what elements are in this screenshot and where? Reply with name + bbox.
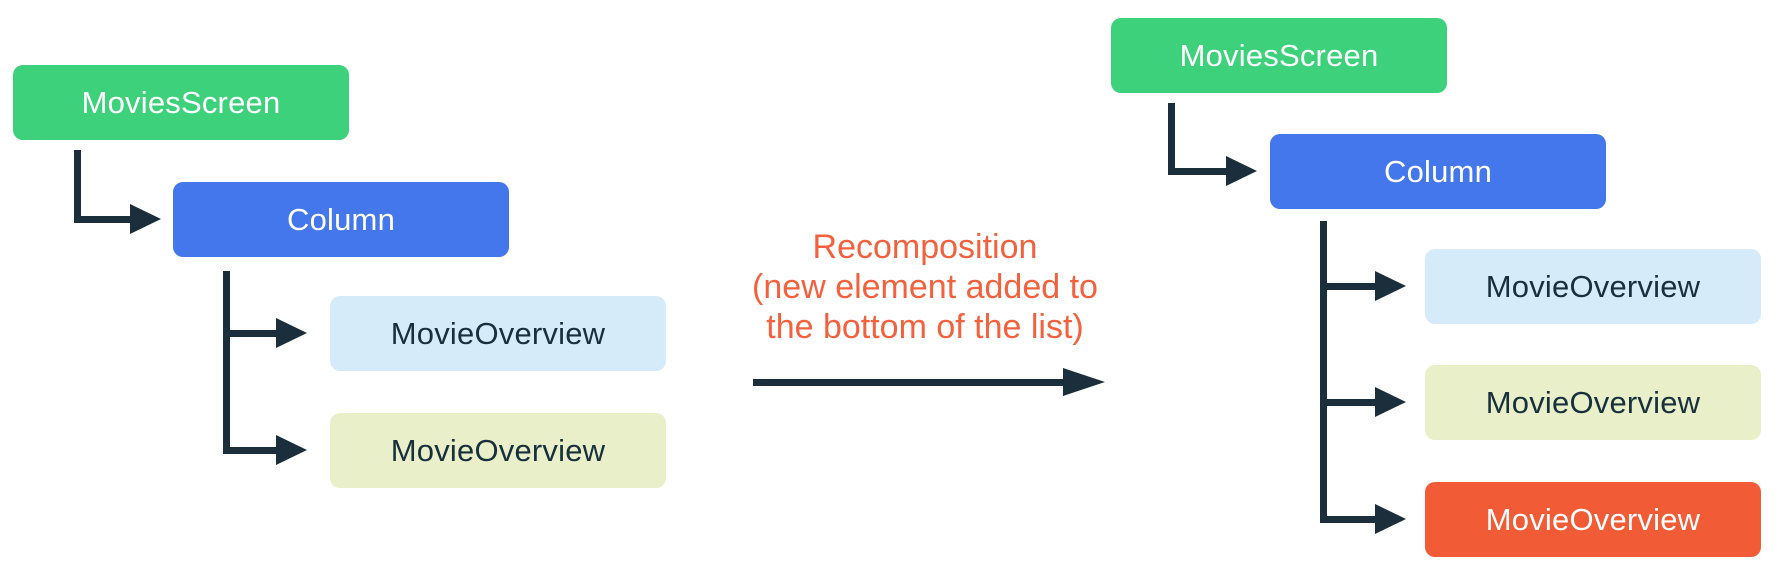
right-column-node: Column: [1270, 134, 1606, 209]
right-branch-line-3: [1320, 516, 1377, 523]
arrow-head-icon: [1375, 504, 1406, 534]
right-root-to-column-connector: [1168, 168, 1228, 175]
recomposition-annotation: Recomposition (new element added to the …: [640, 227, 1210, 347]
left-children-trunk-line: [223, 271, 230, 454]
right-children-trunk-line: [1320, 221, 1327, 523]
right-movies-screen-node: MoviesScreen: [1111, 18, 1447, 93]
arrow-head-icon: [1226, 156, 1257, 186]
left-root-to-column-connector: [74, 216, 132, 223]
left-branch-line-2: [223, 447, 278, 454]
arrow-head-icon: [1375, 271, 1406, 301]
right-movie-overview-node-3-new: MovieOverview: [1425, 482, 1761, 557]
right-branch-line-1: [1320, 283, 1377, 290]
annotation-line-2: (new element added to: [752, 268, 1098, 306]
annotation-line-1: Recomposition: [812, 228, 1038, 266]
left-movies-screen-node: MoviesScreen: [13, 65, 349, 140]
right-movie-overview-node-2: MovieOverview: [1425, 365, 1761, 440]
right-branch-line-2: [1320, 399, 1377, 406]
left-movie-overview-node-2: MovieOverview: [330, 413, 666, 488]
left-root-to-column-connector: [74, 150, 81, 223]
right-root-to-column-connector: [1168, 103, 1175, 175]
left-column-node: Column: [173, 182, 509, 257]
arrow-head-icon: [1375, 387, 1406, 417]
recomposition-arrow-line: [753, 379, 1065, 386]
arrow-head-icon: [276, 318, 307, 348]
arrow-head-icon: [276, 435, 307, 465]
arrow-head-icon: [130, 204, 161, 234]
left-branch-line-1: [223, 330, 278, 337]
right-movie-overview-node-1: MovieOverview: [1425, 249, 1761, 324]
annotation-line-3: the bottom of the list): [766, 308, 1084, 346]
arrow-head-icon: [1063, 368, 1105, 396]
left-movie-overview-node-1: MovieOverview: [330, 296, 666, 371]
